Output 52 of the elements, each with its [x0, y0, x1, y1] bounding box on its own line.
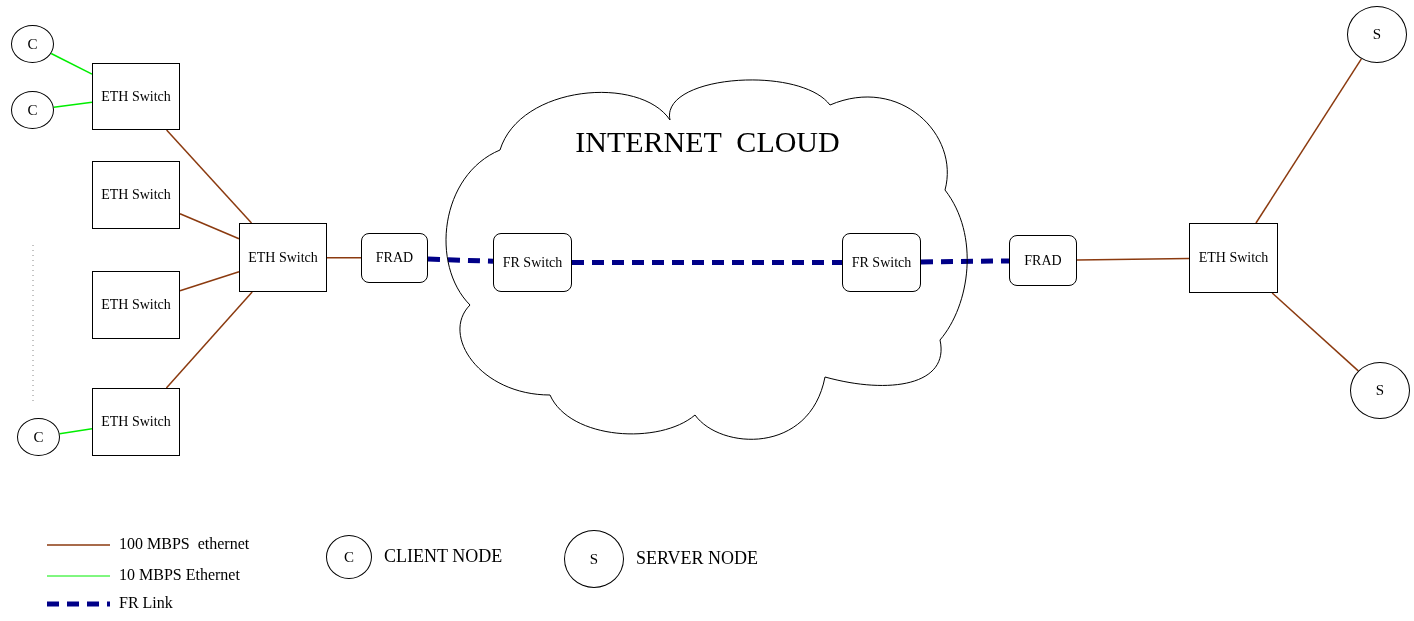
switch-box — [239, 223, 327, 292]
cable-line — [326, 256, 362, 259]
legend-text: FR Link — [119, 594, 173, 612]
fr-link-line — [572, 260, 842, 265]
node-circle — [1347, 6, 1407, 63]
node-circle — [17, 418, 60, 456]
node-label: FR Switch — [502, 254, 563, 271]
switch-box — [92, 161, 180, 229]
device-box — [361, 233, 428, 283]
node-label: ETH Switch — [101, 88, 171, 105]
device-box — [842, 233, 921, 292]
legend-text: SERVER NODE — [636, 548, 759, 569]
fr-link-line — [920, 258, 1010, 265]
node-circle — [11, 91, 54, 129]
cable-line — [1271, 292, 1359, 372]
legend-text: 100 MBPS ethernet — [119, 535, 250, 553]
node-letter: C — [27, 101, 38, 119]
node-label: ETH Switch — [101, 187, 171, 203]
device-box — [1009, 235, 1077, 286]
node-label: ETH Switch — [101, 414, 171, 430]
cable-line — [50, 52, 93, 75]
cloud-title: INTERNET CLOUD — [574, 125, 841, 159]
cable-line — [58, 428, 93, 435]
node-letter: S — [1375, 382, 1385, 399]
node-circle — [11, 25, 54, 63]
fr-link-line — [427, 256, 494, 264]
device-box — [493, 233, 572, 292]
node-label: FR Switch — [851, 254, 912, 271]
switch-box — [92, 388, 180, 456]
cable-line — [179, 212, 240, 240]
node-label: FRAD — [375, 250, 414, 266]
node-letter: C — [27, 35, 38, 53]
node-label: ETH Switch — [101, 297, 171, 313]
legend-letter: S — [589, 550, 599, 568]
cable-line — [165, 291, 253, 389]
node-letter: C — [33, 428, 44, 446]
node-circle — [1350, 362, 1410, 419]
cable-line — [53, 101, 93, 108]
cable-line — [1255, 58, 1363, 224]
legend-text: 10 MBPS Ethernet — [119, 566, 240, 584]
switch-box — [1189, 223, 1278, 293]
legend-letter: C — [344, 548, 354, 566]
legend-text: CLIENT NODE — [384, 546, 503, 567]
node-label: FRAD — [1024, 252, 1062, 269]
switch-box — [92, 271, 180, 339]
cable-line — [1076, 257, 1190, 261]
cable-line — [179, 270, 240, 292]
cable-line — [165, 129, 253, 224]
node-label: ETH Switch — [248, 249, 318, 266]
switch-box — [92, 63, 180, 130]
node-letter: S — [1372, 26, 1382, 43]
node-label: ETH Switch — [1198, 250, 1269, 266]
